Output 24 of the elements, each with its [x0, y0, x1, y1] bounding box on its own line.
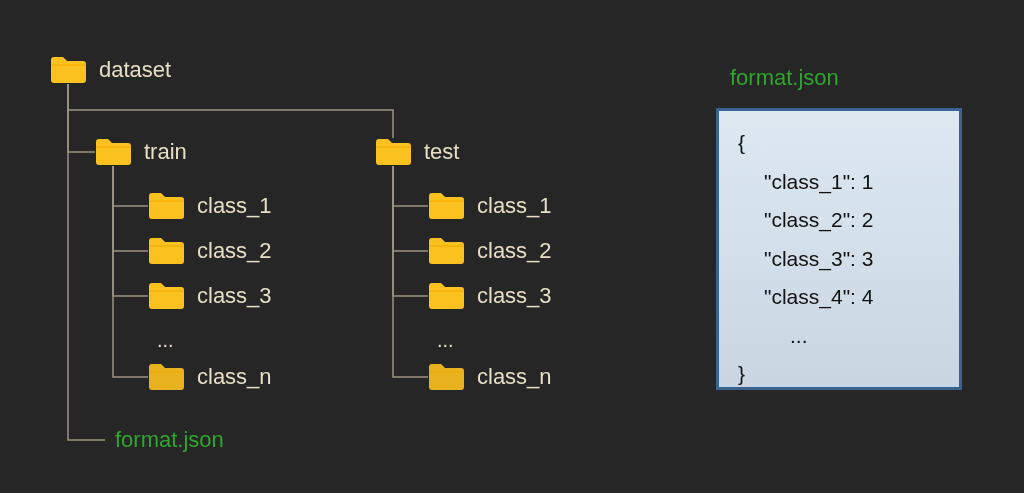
- folder-name: test: [424, 139, 460, 165]
- code-line: "class_4": 4: [764, 285, 874, 309]
- folder-name: class_3: [197, 283, 272, 309]
- folder-name: class_n: [197, 364, 272, 390]
- folder-name: class_n: [477, 364, 552, 390]
- code-line: "class_3": 3: [764, 246, 874, 271]
- ellipsis: ...: [437, 330, 454, 350]
- file-name: format.json: [730, 65, 839, 91]
- tree-line: [112, 165, 149, 378]
- code-line: "class_1": 1: [764, 169, 874, 194]
- code-line: {: [738, 131, 745, 155]
- file-name: format.json: [115, 427, 224, 453]
- tree-line: [392, 165, 429, 378]
- code-line: }: [738, 362, 745, 386]
- ellipsis: ...: [157, 330, 174, 350]
- folder-name: class_3: [477, 283, 552, 309]
- folder-name: class_1: [197, 193, 272, 219]
- folder-name: dataset: [99, 57, 172, 83]
- folder-name: class_2: [477, 238, 552, 264]
- folder-name: class_2: [197, 238, 272, 264]
- code-line: "class_2": 2: [764, 208, 874, 232]
- code-line: ...: [790, 323, 808, 348]
- folder-name: class_1: [477, 193, 552, 219]
- folder-name: train: [144, 139, 187, 165]
